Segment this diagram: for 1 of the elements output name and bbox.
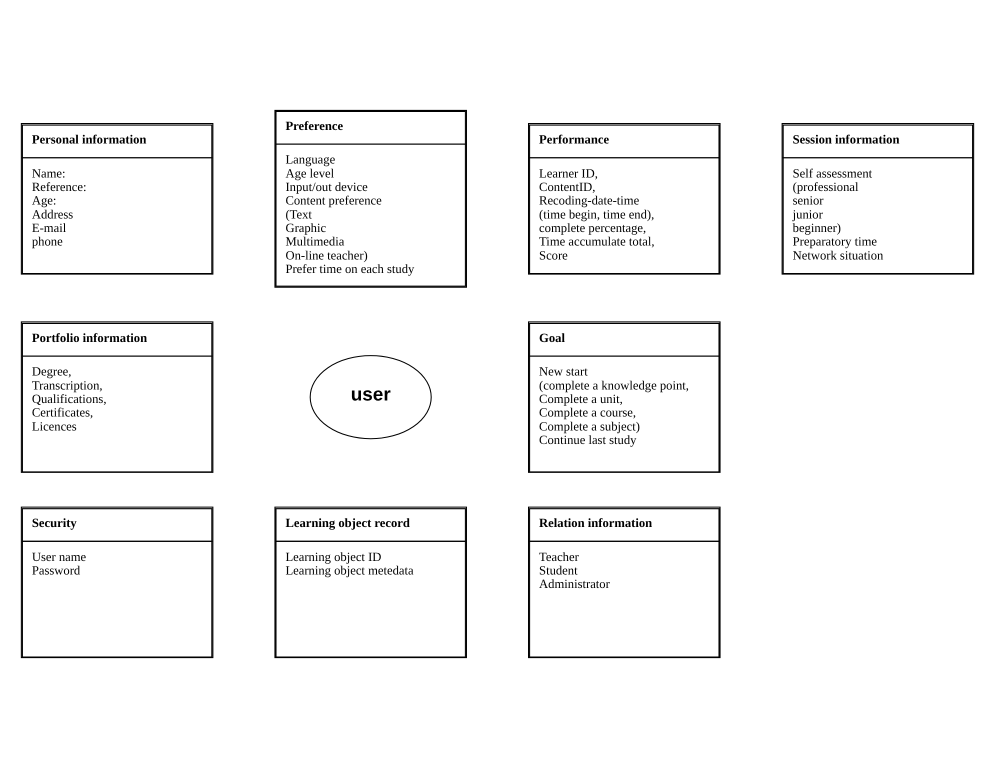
- node-ellipse: user: [310, 354, 432, 439]
